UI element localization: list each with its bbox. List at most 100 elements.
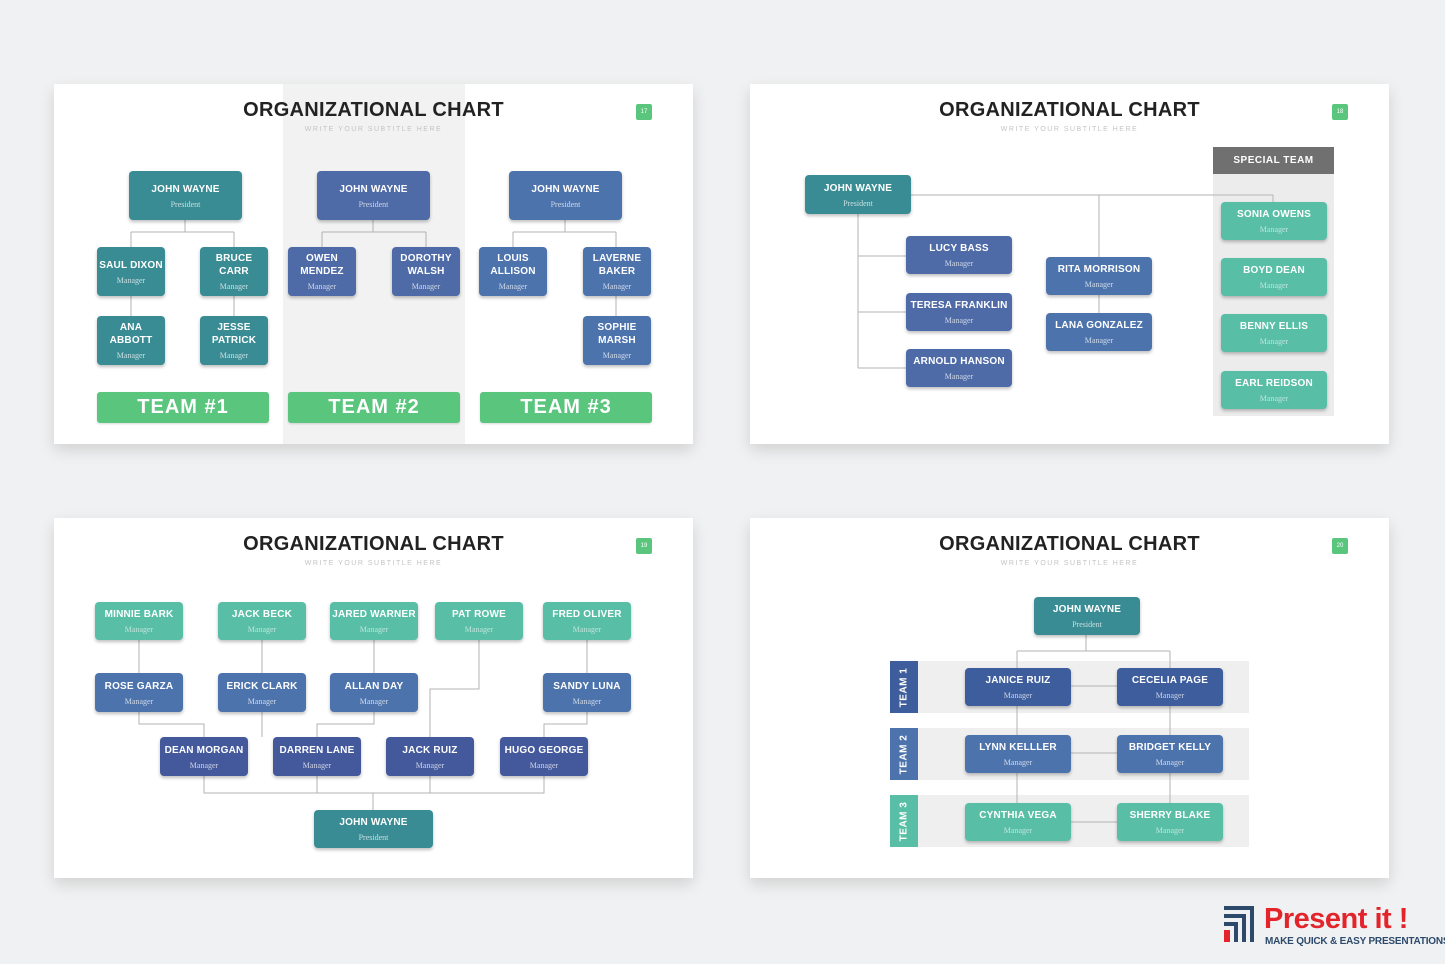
org-node-manager[interactable]: ARNOLD HANSON Manager bbox=[906, 349, 1012, 387]
team-tab: TEAM 3 bbox=[890, 795, 918, 847]
org-node-president[interactable]: JOHN WAYNE President bbox=[509, 171, 622, 220]
org-node-manager[interactable]: LOUIS ALLISON Manager bbox=[479, 247, 547, 296]
org-node-president[interactable]: JOHN WAYNE President bbox=[805, 175, 911, 214]
node-role: Manager bbox=[1155, 826, 1185, 835]
node-name: JACK BECK bbox=[231, 609, 293, 620]
node-role: Manager bbox=[1003, 758, 1033, 767]
node-role: Manager bbox=[572, 696, 602, 706]
node-role: Manager bbox=[498, 282, 528, 291]
node-name: JOHN WAYNE bbox=[1052, 604, 1122, 615]
org-node-manager[interactable]: TERESA FRANKLIN Manager bbox=[906, 293, 1012, 331]
org-node-manager[interactable]: LANA GONZALEZ Manager bbox=[1046, 313, 1152, 351]
org-node-manager[interactable]: DEAN MORGAN Manager bbox=[160, 737, 248, 776]
node-name: JARED WARNER bbox=[332, 609, 416, 620]
org-node-manager[interactable]: PAT ROWE Manager bbox=[435, 602, 523, 640]
org-node-president[interactable]: JOHN WAYNE President bbox=[1034, 597, 1140, 635]
node-role: Manager bbox=[302, 760, 332, 770]
org-node-manager[interactable]: ERICK CLARK Manager bbox=[218, 673, 306, 712]
brand-name: Present it ! bbox=[1264, 903, 1408, 935]
org-node-manager[interactable]: OWEN MENDEZ Manager bbox=[288, 247, 356, 296]
org-node-manager[interactable]: CECELIA PAGE Manager bbox=[1117, 668, 1223, 706]
node-role: Manager bbox=[116, 351, 146, 360]
org-node-manager[interactable]: SAUL DIXON Manager bbox=[97, 247, 165, 296]
org-node-manager[interactable]: BENNY ELLIS Manager bbox=[1221, 314, 1327, 352]
org-node-manager[interactable]: BOYD DEAN Manager bbox=[1221, 258, 1327, 296]
node-role: Manager bbox=[1155, 691, 1185, 700]
node-name: LANA GONZALEZ bbox=[1055, 320, 1143, 331]
node-role: Manager bbox=[1259, 394, 1289, 403]
org-node-manager[interactable]: SHERRY BLAKE Manager bbox=[1117, 803, 1223, 841]
node-role: Manager bbox=[189, 760, 219, 770]
slide-title: ORGANIZATIONAL CHART bbox=[939, 99, 1200, 121]
org-node-manager[interactable]: SOPHIE MARSH Manager bbox=[583, 316, 651, 365]
slide-17[interactable]: ORGANIZATIONAL CHART WRITE YOUR SUBTITLE… bbox=[54, 84, 693, 444]
org-node-manager[interactable]: DOROTHY WALSH Manager bbox=[392, 247, 460, 296]
org-node-manager[interactable]: JACK BECK Manager bbox=[218, 602, 306, 640]
team-tab-label: TEAM 3 bbox=[898, 801, 910, 841]
node-name: OWEN MENDEZ bbox=[300, 253, 344, 277]
node-role: Manager bbox=[307, 282, 337, 291]
node-role: Manager bbox=[124, 625, 154, 634]
org-node-manager[interactable]: JARED WARNER Manager bbox=[330, 602, 418, 640]
node-role: President bbox=[170, 199, 201, 209]
org-node-manager[interactable]: ALLAN DAY Manager bbox=[330, 673, 418, 712]
node-name: JACK RUIZ bbox=[402, 744, 458, 756]
org-node-manager[interactable]: LYNN KELLLER Manager bbox=[965, 735, 1071, 773]
node-role: Manager bbox=[944, 372, 974, 381]
org-node-manager[interactable]: LAVERNE BAKER Manager bbox=[583, 247, 651, 296]
org-node-manager[interactable]: SONIA OWENS Manager bbox=[1221, 202, 1327, 240]
node-role: Manager bbox=[1003, 691, 1033, 700]
node-name: FRED OLIVER bbox=[552, 609, 622, 620]
node-name: LYNN KELLLER bbox=[979, 742, 1057, 753]
org-node-manager[interactable]: SANDY LUNA Manager bbox=[543, 673, 631, 712]
org-node-manager[interactable]: HUGO GEORGE Manager bbox=[500, 737, 588, 776]
node-name: BENNY ELLIS bbox=[1239, 321, 1309, 332]
slide-subtitle: WRITE YOUR SUBTITLE HERE bbox=[1000, 560, 1139, 567]
org-node-manager[interactable]: MINNIE BARK Manager bbox=[95, 602, 183, 640]
node-role: Manager bbox=[219, 282, 249, 291]
org-node-manager[interactable]: DARREN LANE Manager bbox=[273, 737, 361, 776]
slide-19[interactable]: ORGANIZATIONAL CHART WRITE YOUR SUBTITLE… bbox=[54, 518, 693, 878]
node-role: Manager bbox=[464, 625, 494, 634]
org-node-president[interactable]: JOHN WAYNE President bbox=[317, 171, 430, 220]
special-team-header: SPECIAL TEAM bbox=[1213, 147, 1334, 174]
slide-18[interactable]: SPECIAL TEAM ORGANIZATIONAL CHART WRITE … bbox=[750, 84, 1389, 444]
node-name: LOUIS ALLISON bbox=[490, 253, 536, 277]
node-name: BOYD DEAN bbox=[1243, 265, 1305, 276]
page-number-badge: 17 bbox=[636, 104, 652, 120]
org-node-manager[interactable]: BRIDGET KELLY Manager bbox=[1117, 735, 1223, 773]
node-role: Manager bbox=[1259, 225, 1289, 234]
node-role: Manager bbox=[1084, 280, 1114, 289]
slide-20[interactable]: ORGANIZATIONAL CHART WRITE YOUR SUBTITLE… bbox=[750, 518, 1389, 878]
org-node-manager[interactable]: ROSE GARZA Manager bbox=[95, 673, 183, 712]
org-node-manager[interactable]: BRUCE CARR Manager bbox=[200, 247, 268, 296]
org-node-manager[interactable]: LUCY BASS Manager bbox=[906, 236, 1012, 274]
org-node-manager[interactable]: RITA MORRISON Manager bbox=[1046, 257, 1152, 295]
node-name: SAUL DIXON bbox=[99, 259, 163, 271]
node-role: Manager bbox=[359, 625, 389, 634]
node-name: ALLAN DAY bbox=[344, 680, 404, 692]
org-node-manager[interactable]: CYNTHIA VEGA Manager bbox=[965, 803, 1071, 841]
org-node-manager[interactable]: EARL REIDSON Manager bbox=[1221, 371, 1327, 409]
node-role: Manager bbox=[602, 351, 632, 360]
team-tab-label: TEAM 2 bbox=[898, 734, 910, 774]
connector-lines bbox=[857, 194, 1274, 369]
slide-subtitle: WRITE YOUR SUBTITLE HERE bbox=[1000, 126, 1139, 133]
org-node-president[interactable]: JOHN WAYNE President bbox=[314, 810, 433, 848]
node-name: JANICE RUIZ bbox=[985, 675, 1051, 686]
org-node-manager[interactable]: JANICE RUIZ Manager bbox=[965, 668, 1071, 706]
slide-title: ORGANIZATIONAL CHART bbox=[243, 533, 504, 555]
org-node-manager[interactable]: JACK RUIZ Manager bbox=[386, 737, 474, 776]
org-node-manager[interactable]: FRED OLIVER Manager bbox=[543, 602, 631, 640]
team-tab: TEAM 2 bbox=[890, 728, 918, 780]
org-node-president[interactable]: JOHN WAYNE President bbox=[129, 171, 242, 220]
node-name: RITA MORRISON bbox=[1057, 264, 1141, 275]
org-node-manager[interactable]: JESSE PATRICK Manager bbox=[200, 316, 268, 365]
page-number-badge: 18 bbox=[1332, 104, 1348, 120]
node-role: Manager bbox=[1155, 758, 1185, 767]
node-name: CYNTHIA VEGA bbox=[979, 810, 1057, 821]
node-name: HUGO GEORGE bbox=[504, 744, 584, 756]
org-node-manager[interactable]: ANA ABBOTT Manager bbox=[97, 316, 165, 365]
node-role: Manager bbox=[247, 696, 277, 706]
node-name: PAT ROWE bbox=[451, 609, 506, 620]
